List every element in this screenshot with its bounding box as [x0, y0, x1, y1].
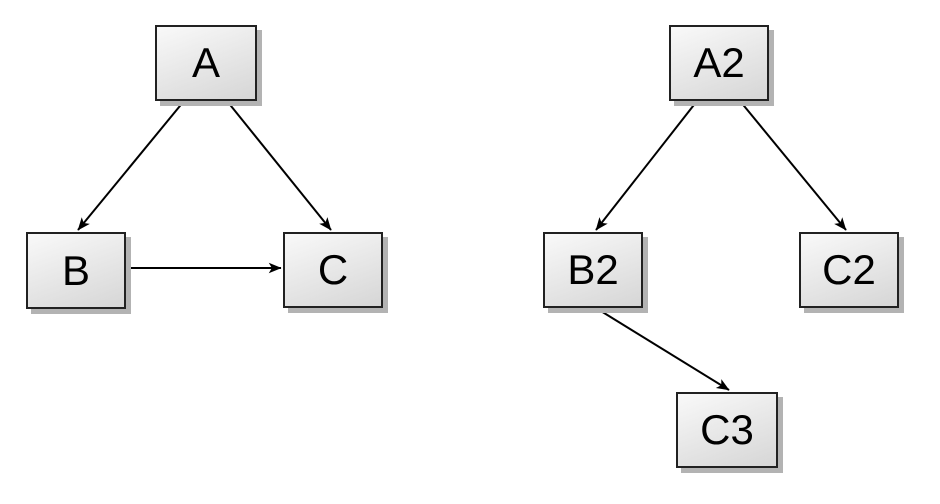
node-label-C: C — [317, 246, 349, 293]
edge-A2-C2[interactable] — [739, 100, 847, 231]
node-A2[interactable]: A2 — [669, 25, 769, 101]
edge-A2-B2[interactable] — [595, 100, 698, 231]
edge-A-C[interactable] — [226, 100, 332, 231]
node-A[interactable]: A — [155, 25, 257, 101]
node-B[interactable]: B — [26, 232, 126, 309]
node-C3[interactable]: C3 — [676, 392, 778, 468]
node-label-C3: C3 — [700, 406, 754, 453]
edge-A-B[interactable] — [77, 100, 185, 231]
node-label-B: B — [61, 246, 90, 294]
node-B2[interactable]: B2 — [543, 232, 643, 308]
node-C[interactable]: C — [283, 232, 383, 308]
node-label-B2: B2 — [567, 246, 619, 293]
node-label-A2: A2 — [693, 39, 745, 86]
node-C2[interactable]: C2 — [799, 232, 899, 308]
edge-B2-C3[interactable] — [595, 307, 730, 391]
node-label-C2: C2 — [822, 246, 876, 293]
node-label-A: A — [191, 39, 220, 86]
